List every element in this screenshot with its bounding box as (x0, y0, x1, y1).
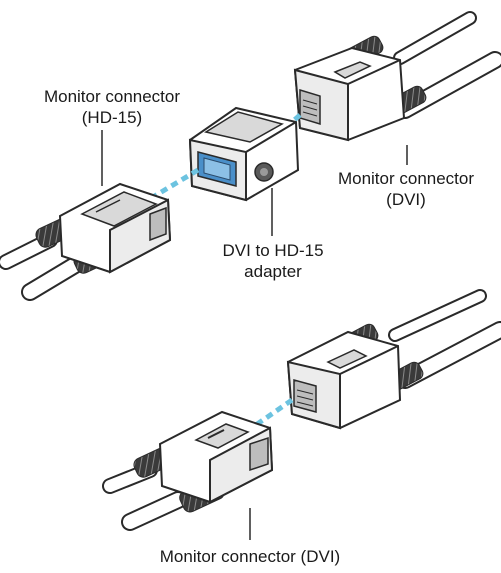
dvi-connector-top-image (295, 18, 495, 140)
dvi-connector-bottom-right-image (288, 296, 500, 428)
label-dvi-top-line2: (DVI) (311, 189, 501, 210)
label-adapter-line1: DVI to HD-15 (188, 240, 358, 261)
label-dvi-bottom-line1: Monitor connector (DVI) (110, 546, 390, 567)
label-hd15-line1: Monitor connector (4, 86, 220, 107)
label-monitor-connector-dvi-top: Monitor connector (DVI) (311, 168, 501, 210)
label-adapter-line2: adapter (188, 261, 358, 282)
label-hd15-line2: (HD-15) (4, 107, 220, 128)
label-monitor-connector-hd15: Monitor connector (HD-15) (4, 86, 220, 128)
dvi-connector-bottom-left-image (110, 412, 272, 522)
label-dvi-to-hd15-adapter: DVI to HD-15 adapter (188, 240, 358, 282)
label-monitor-connector-dvi-bottom: Monitor connector (DVI) (110, 546, 390, 567)
hd15-connector-image (6, 184, 170, 292)
label-dvi-top-line1: Monitor connector (311, 168, 501, 189)
